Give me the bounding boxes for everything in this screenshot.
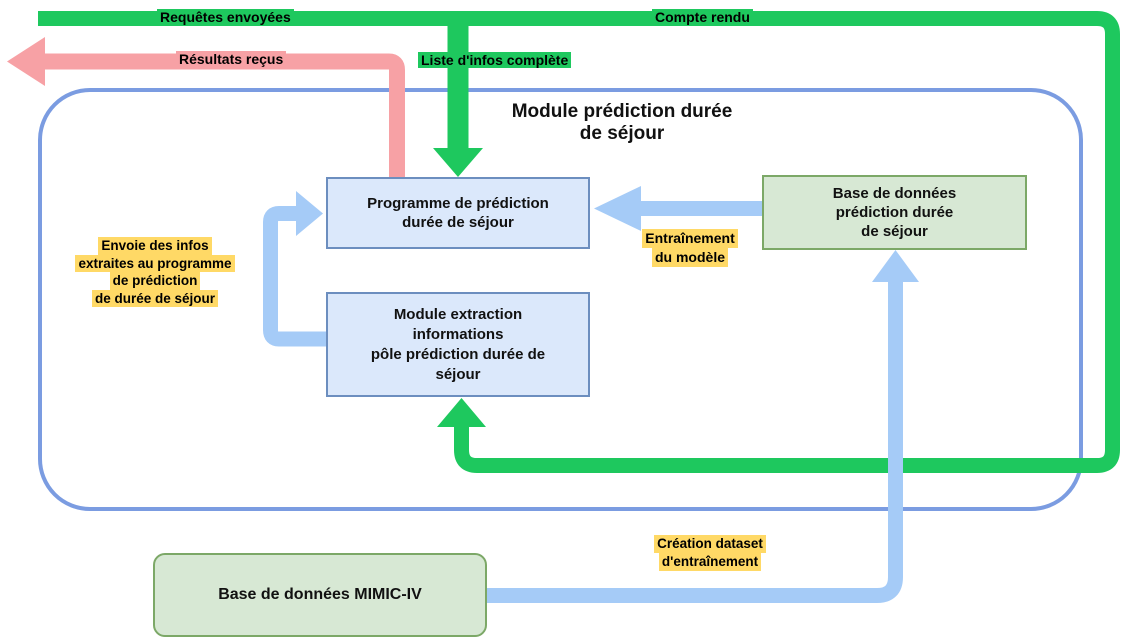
label-envoie-line: de prédiction <box>109 272 201 290</box>
db-prediction-box: Base de données prédiction durée de séjo… <box>762 175 1027 250</box>
pink-left-arrowhead <box>7 37 45 86</box>
mimic-database-box: Base de données MIMIC-IV <box>153 553 487 637</box>
module-prediction-container <box>38 88 1083 511</box>
blue-right-arrowhead <box>296 191 323 236</box>
blue-training-arrow <box>594 186 762 231</box>
label-requetes-envoyees: Requêtes envoyées <box>157 9 294 25</box>
db-prediction-line: de séjour <box>861 223 928 240</box>
green-down-arrowhead <box>433 148 483 177</box>
label-entrainement-line: Entraînement <box>642 229 738 248</box>
extraction-box-line: séjour <box>435 365 481 383</box>
blue-left-arrowhead <box>594 186 641 231</box>
programme-box-line: durée de séjour <box>402 214 514 231</box>
green-request-loop-arrow <box>38 11 1120 473</box>
db-prediction-line: Base de données <box>832 185 957 202</box>
blue-dataset-creation-arrow <box>487 250 919 603</box>
title-line: de séjour <box>579 123 665 144</box>
label-envoie-infos-extraites: Envoie des infos extraites au programme … <box>50 237 260 307</box>
title-line: Module prédiction durée <box>511 101 733 122</box>
programme-box-line: Programme de prédiction <box>367 195 549 212</box>
label-entrainement-line: du modèle <box>651 248 728 267</box>
label-entrainement-modele: Entraînement du modèle <box>615 229 765 267</box>
mimic-box-label: Base de données MIMIC-IV <box>218 586 422 603</box>
extraction-box-line: informations <box>412 325 504 343</box>
db-prediction-line: prédiction durée <box>835 204 954 221</box>
label-envoie-line: de durée de séjour <box>91 289 219 307</box>
green-liste-infos-arrow <box>433 16 483 177</box>
label-creation-dataset: Création dataset d'entraînement <box>625 535 795 571</box>
extraction-box-line: pôle prédiction durée de <box>370 345 546 363</box>
pink-results-arrow <box>7 37 405 177</box>
label-envoie-line: extraites au programme <box>75 254 235 272</box>
label-envoie-line: Envoie des infos <box>98 237 212 255</box>
blue-up-arrowhead <box>872 250 919 282</box>
programme-prediction-box: Programme de prédiction durée de séjour <box>326 177 590 249</box>
module-container-title: Module prédiction durée de séjour <box>472 101 772 145</box>
label-compte-rendu: Compte rendu <box>652 9 753 25</box>
module-extraction-box: Module extraction informations pôle préd… <box>326 292 590 397</box>
label-liste-infos-complete: Liste d'infos complète <box>418 52 572 68</box>
extraction-box-line: Module extraction <box>393 305 523 323</box>
blue-extraction-to-programme-arrow <box>263 191 326 347</box>
label-creation-line: Création dataset <box>654 535 766 553</box>
label-resultats-recus: Résultats reçus <box>176 51 287 67</box>
label-creation-line: d'entraînement <box>658 553 762 571</box>
green-up-arrowhead <box>437 398 486 427</box>
